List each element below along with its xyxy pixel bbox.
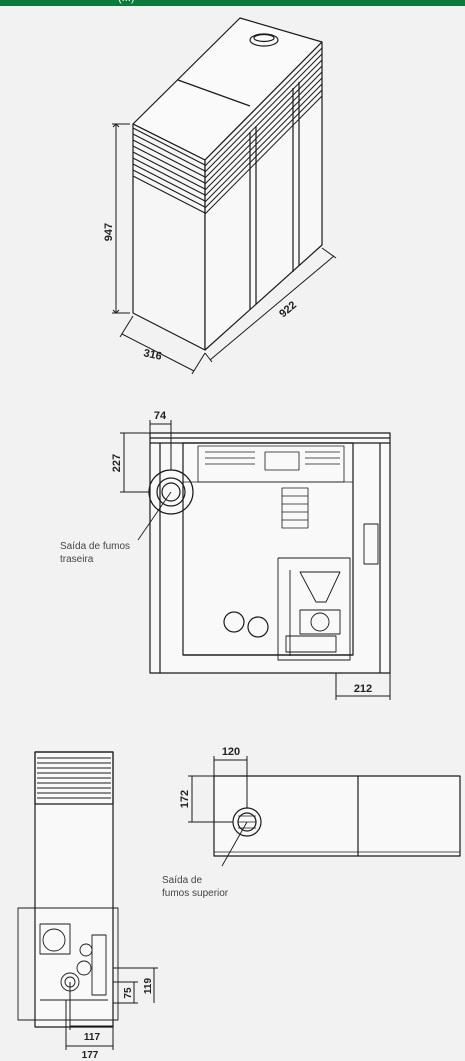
rear-flue-label-line2: traseira [60,554,94,565]
upper-dim-120-label: 120 [222,746,240,758]
side-view-section-box [17,907,119,1021]
iso-dim-width-label: 316 [142,347,162,363]
iso-side-grille [204,47,323,215]
side-dim-177-label: 177 [82,1050,99,1061]
upper-dim-172 [188,775,233,823]
top-dim-227 [120,432,150,493]
top-view-mechanism [277,523,379,661]
iso-front-grille [132,127,206,214]
top-view [120,420,391,700]
side-dim-119 [113,967,158,1003]
header-bar: (...) [0,0,465,6]
iso-top-seam [177,79,251,107]
side-view [17,751,158,1050]
top-dim-74 [149,420,172,470]
top-flue-label-line1: Saída de [162,875,202,886]
side-view-mechanism [39,923,108,1001]
side-view-grille [37,757,111,799]
side-dim-177 [65,1000,114,1050]
side-dim-119-label: 119 [143,977,154,994]
isometric-view [112,17,337,375]
ash-circle-1 [223,611,245,633]
side-dim-75 [113,981,138,1004]
top-dim-74-label: 74 [154,410,167,422]
side-dim-75-label: 75 [123,987,134,999]
top-dim-227-label: 227 [111,454,123,472]
side-dim-117-label: 117 [84,1032,101,1043]
iso-dim-depth [204,247,337,363]
top-dim-212-label: 212 [354,683,372,695]
rear-flue-label-line1: Saída de fumos [60,541,130,552]
side-dim-117 [69,982,114,1030]
iso-dim-height-label: 947 [103,223,115,241]
top-flue-label-line2: fumos superior [162,888,229,899]
top-dim-212 [335,673,391,700]
side-view-grille-box [34,751,114,805]
top-flue-leader [221,821,248,867]
upper-dim-172-label: 172 [179,790,191,808]
rear-flue-leader [137,491,172,541]
iso-dim-height [112,123,130,314]
ash-circle-2 [247,616,269,638]
iso-dim-depth-label: 922 [277,299,299,320]
top-view-controller [281,487,309,529]
iso-dim-width [119,315,206,375]
upper-dim-120 [213,756,248,808]
upper-view [188,756,461,867]
top-view-outline [149,432,391,674]
header-title: (...) [118,0,135,4]
